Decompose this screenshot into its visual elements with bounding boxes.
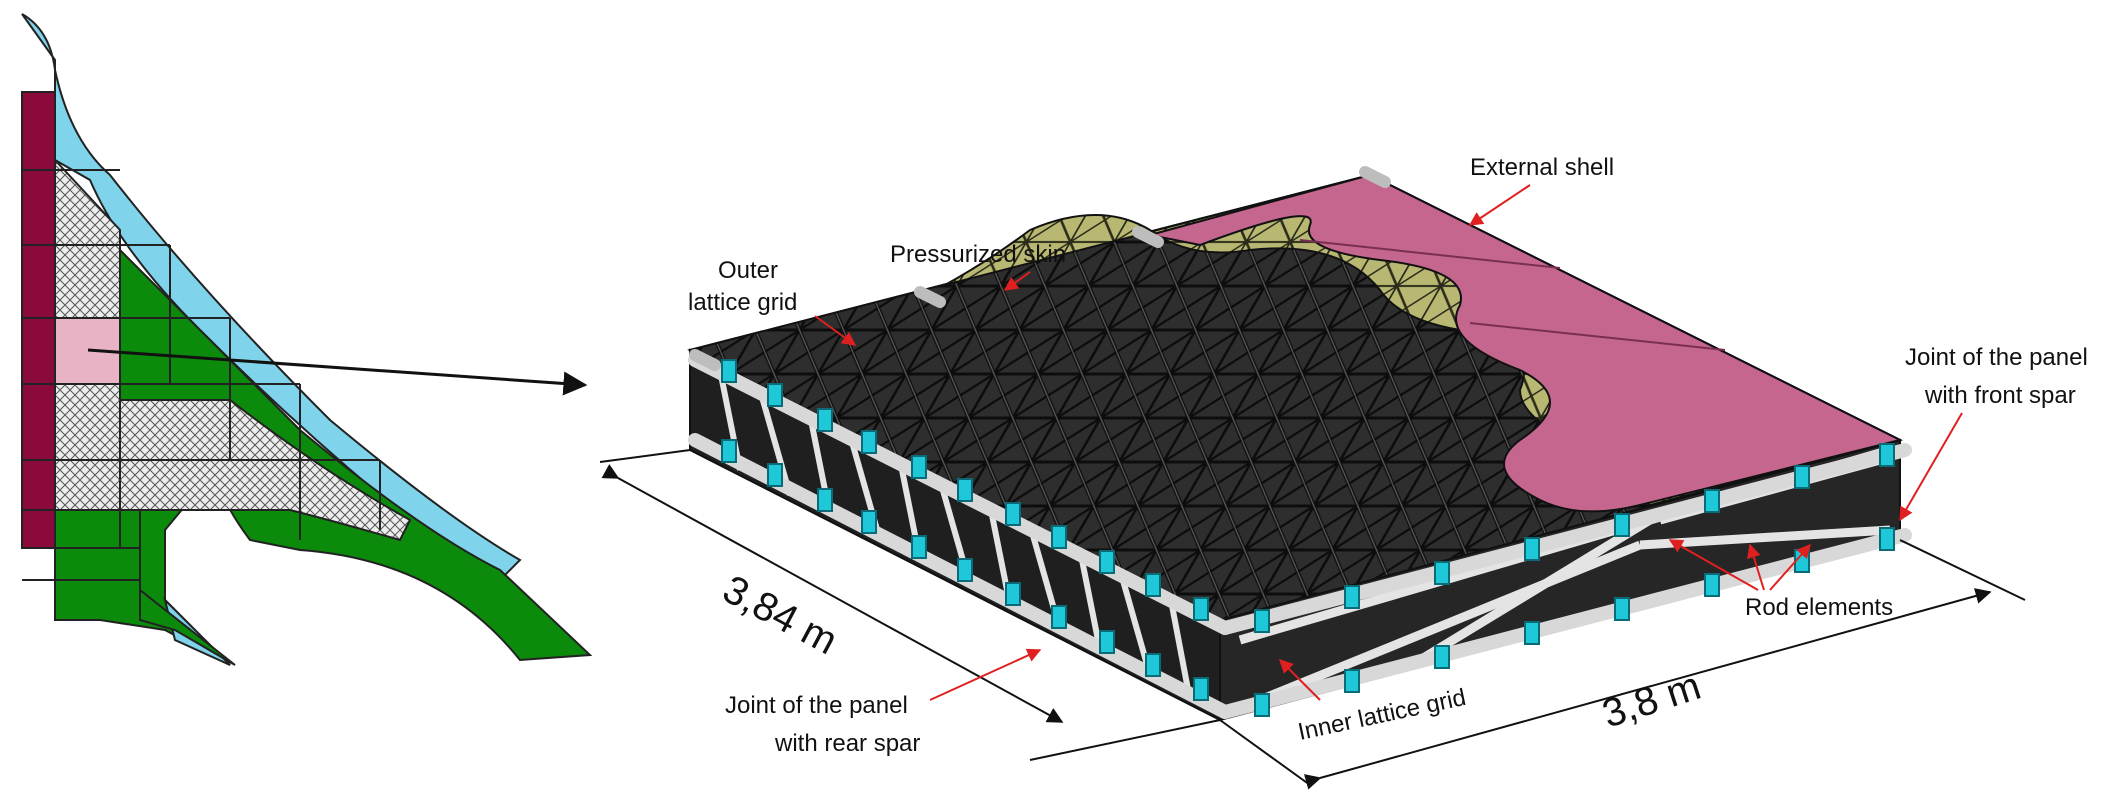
- dimension-depth: [599, 449, 1221, 761]
- label-external-shell: External shell: [1468, 154, 1614, 226]
- wing-spar-strip: [21, 91, 56, 549]
- label-pressurized-skin: Pressurized skin: [890, 241, 1066, 291]
- dimension-width: [1219, 539, 2026, 790]
- wing-grid-lines: [22, 169, 381, 590]
- wing-hatched-panels: [54, 157, 412, 542]
- wing-pointer-arrow: [87, 348, 588, 396]
- label-joint-front-spar: Joint of the panel with front spar: [1899, 344, 2088, 522]
- joint-rear-label-line1: Joint of the panel: [725, 692, 908, 719]
- rod-elements-label: Rod elements: [1745, 594, 1893, 621]
- external-shell-seams: [1299, 239, 1726, 351]
- dim-depth-label: 3,84 m: [716, 567, 845, 663]
- wing-lower-fin-green: [139, 587, 236, 666]
- joint-front-label-line2: with front spar: [1924, 382, 2076, 409]
- wing-planform: [21, 13, 593, 666]
- joint-rear-label-line2: with rear spar: [774, 730, 920, 757]
- back-tube-stubs: [689, 166, 1391, 371]
- dim-width-label: 3,8 m: [1597, 664, 1706, 737]
- pressurized-skin-label: Pressurized skin: [890, 241, 1066, 268]
- label-outer-lattice-grid: Outer lattice grid: [688, 257, 857, 346]
- external-shell-surface: [1149, 173, 1903, 513]
- panel-assembly: [687, 166, 1912, 722]
- outer-lattice-label-line2: lattice grid: [688, 289, 797, 316]
- external-shell-label: External shell: [1470, 154, 1614, 181]
- outer-lattice-label-line1: Outer: [718, 257, 778, 284]
- label-rod-elements: Rod elements: [1668, 539, 1893, 621]
- joint-front-label-line1: Joint of the panel: [1905, 344, 2088, 371]
- label-joint-rear-spar: Joint of the panel with rear spar: [725, 648, 1042, 757]
